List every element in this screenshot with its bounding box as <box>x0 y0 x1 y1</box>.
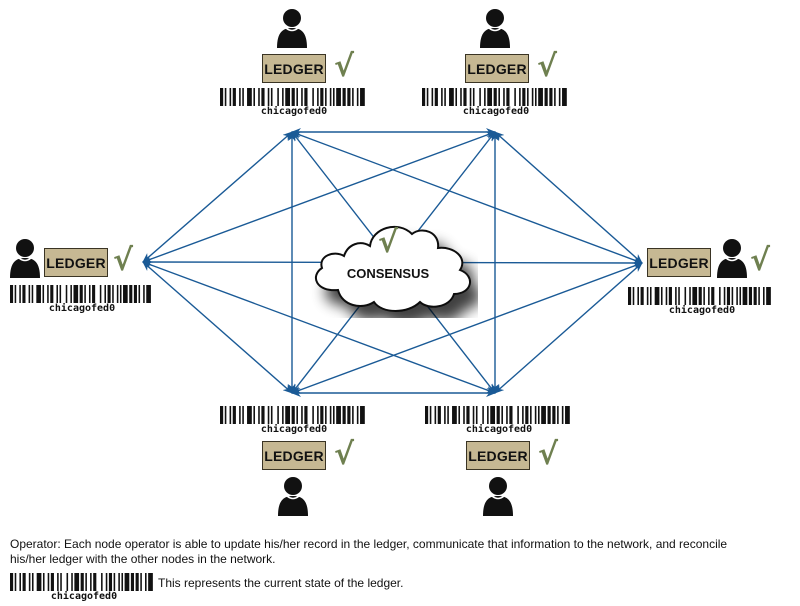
barcode-label: chicagofed0 <box>260 424 328 435</box>
connection-line <box>142 261 293 394</box>
connection-line <box>494 262 643 394</box>
person-icon <box>717 239 747 278</box>
person-icon <box>10 239 40 278</box>
barcode-label: chicagofed0 <box>462 106 530 117</box>
legend-barcode-icon <box>10 573 153 591</box>
barcode-icon <box>220 406 365 424</box>
person-icon <box>278 477 308 516</box>
barcode-label: chicagofed0 <box>260 106 328 117</box>
ledger-box: LEDGER <box>647 248 711 277</box>
barcode-icon <box>10 285 151 303</box>
ledger-box: LEDGER <box>44 248 108 277</box>
consensus-cloud <box>314 225 471 312</box>
legend-text: This represents the current state of the… <box>158 576 404 590</box>
check-icon: √ <box>750 243 771 278</box>
barcode-icon <box>425 406 570 424</box>
caption-line-2: his/her ledger with the other nodes in t… <box>10 552 276 566</box>
person-icon <box>480 9 510 48</box>
check-icon: √ <box>334 437 355 472</box>
barcode-icon <box>422 88 567 106</box>
consensus-label: CONSENSUS <box>346 266 430 281</box>
check-icon: √ <box>113 243 134 278</box>
check-icon: √ <box>538 437 559 472</box>
barcode-label: chicagofed0 <box>48 303 116 314</box>
barcode-icon <box>628 287 771 305</box>
caption-line-1: Operator: Each node operator is able to … <box>10 537 728 551</box>
network-diagram: √ CONSENSUS LEDGER √ chicagofed0 LEDGER … <box>10 9 771 516</box>
legend-barcode-label: chicagofed0 <box>50 591 118 602</box>
barcode-icon <box>220 88 365 106</box>
barcode-label: chicagofed0 <box>465 424 533 435</box>
connection-line <box>142 131 293 263</box>
consensus-check-icon: √ <box>378 225 399 260</box>
connection-line <box>494 131 643 264</box>
check-icon: √ <box>537 49 558 84</box>
person-icon <box>483 477 513 516</box>
ledger-box: LEDGER <box>262 54 326 83</box>
ledger-box: LEDGER <box>262 441 326 470</box>
ledger-box: LEDGER <box>466 441 530 470</box>
ledger-box: LEDGER <box>465 54 529 83</box>
check-icon: √ <box>334 49 355 84</box>
person-icon <box>277 9 307 48</box>
barcode-label: chicagofed0 <box>668 305 736 316</box>
